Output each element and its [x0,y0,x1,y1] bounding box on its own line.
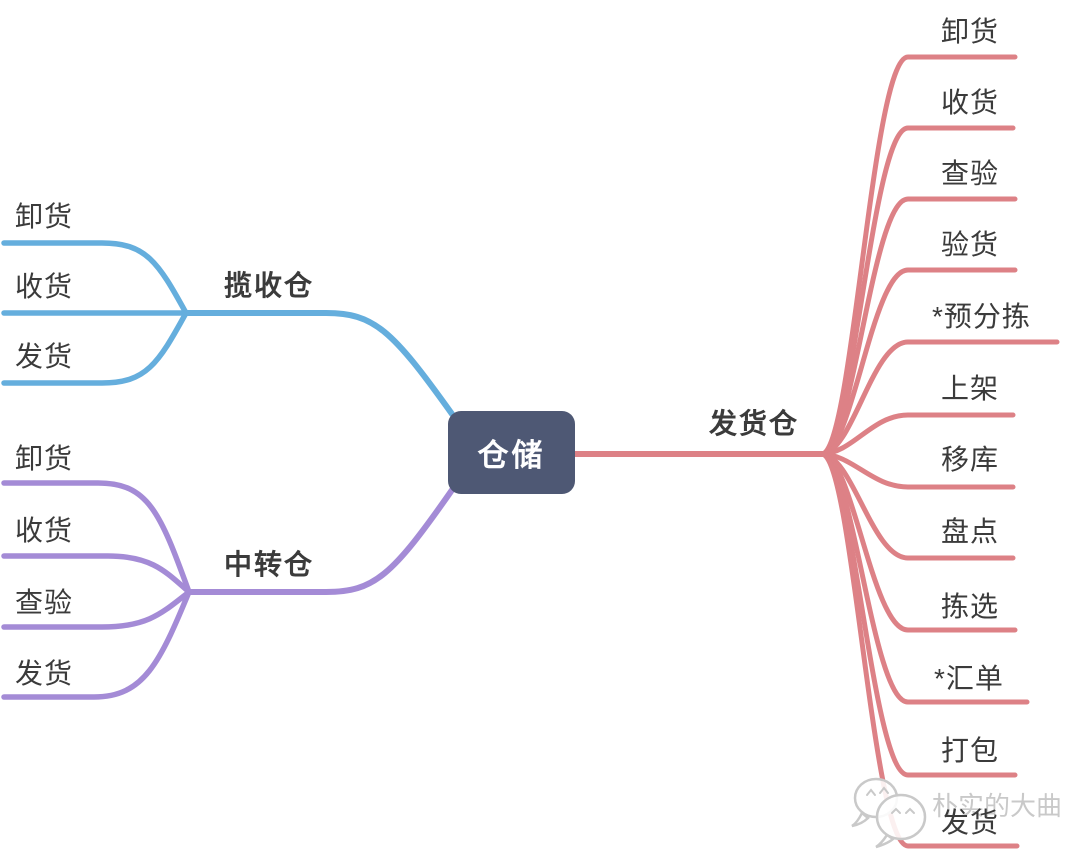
child-node-label: 收货 [15,271,74,302]
child-node-label: 上架 [941,373,1000,404]
child-node-label: *预分拣 [932,301,1031,332]
child-underline [1,589,192,700]
child-node-label: 收货 [15,515,74,546]
child-node-label: 卸货 [941,16,1000,47]
child-underline [1,310,189,386]
branch-label-collection-warehouse: 揽收仓 [224,270,315,301]
watermark-text: 朴实的大曲 [932,791,1063,821]
branch-curve [183,310,455,417]
child-node-label: 发货 [941,807,1000,838]
child-node-label: 卸货 [15,201,74,232]
root-node-warehouse: 仓储 [448,411,575,494]
branch-label-transit-warehouse: 中转仓 [224,549,315,580]
child-underline [1,589,192,630]
child-node-label: 卸货 [15,443,74,474]
transit-branch-lines [1,480,455,700]
child-node-label: 盘点 [941,516,1000,547]
child-node-label: 发货 [15,341,74,372]
child-underline [819,339,1060,457]
collection-branch-lines [1,240,455,417]
branch-label-dispatch-warehouse: 发货仓 [709,408,800,439]
chat-bubbles-icon [851,777,927,849]
child-underline [1,480,192,595]
child-node-label: 拣选 [941,591,1000,622]
child-node-label: 移库 [941,444,1000,475]
branch-curve [186,487,455,595]
child-underline [1,553,192,595]
child-node-label: 验货 [941,229,1000,260]
child-node-label: 发货 [15,658,74,689]
child-node-label: *汇单 [934,663,1004,694]
child-node-label: 打包 [941,735,1000,766]
child-underline [819,412,1016,457]
child-node-label: 收货 [941,87,1000,118]
child-node-label: 查验 [15,587,74,618]
child-node-label: 查验 [941,158,1000,189]
child-underline [1,240,189,316]
child-underline [819,267,1018,457]
